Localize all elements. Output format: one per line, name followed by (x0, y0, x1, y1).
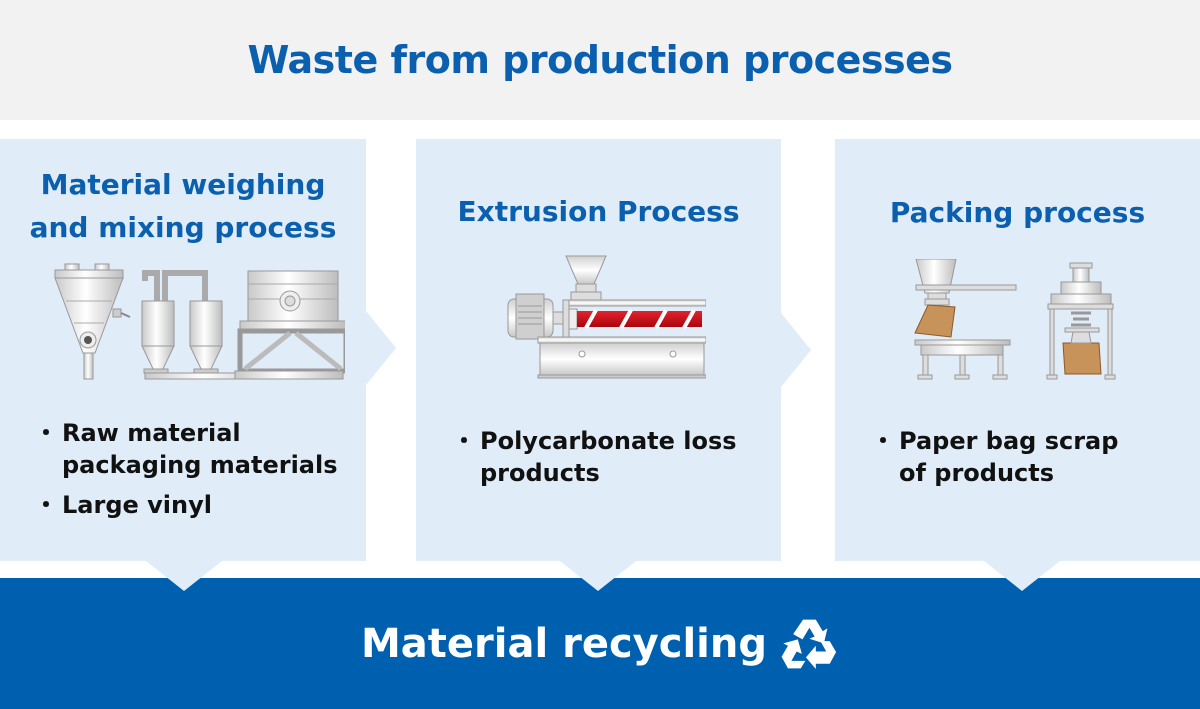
waste-list: Polycarbonate loss products (452, 425, 737, 497)
waste-item-text: of products (899, 459, 1055, 487)
extruder-illustration (507, 255, 706, 379)
waste-list: Raw material packaging materials Large v… (34, 417, 338, 529)
waste-item-text: Large vinyl (62, 491, 212, 519)
process-title: Packing process (835, 191, 1200, 234)
flow-arrow-right (781, 313, 811, 387)
process-panel-packing: Packing process (835, 139, 1200, 561)
flow-arrow-down (146, 561, 222, 591)
waste-item-text: Raw material (62, 419, 241, 447)
waste-item-text: Polycarbonate loss (480, 427, 737, 455)
process-panel-mixing: Material weighing and mixing process (0, 139, 366, 561)
waste-item-text: products (480, 459, 600, 487)
waste-item: Large vinyl (34, 489, 338, 521)
header-banner: Waste from production processes (0, 0, 1200, 120)
waste-list: Paper bag scrap of products (871, 425, 1119, 497)
footer-label: Material recycling (361, 620, 767, 667)
waste-item: Polycarbonate loss products (452, 425, 737, 489)
flow-arrow-down (560, 561, 636, 591)
material-recycling-banner: Material recycling (0, 578, 1200, 709)
waste-item-text: Paper bag scrap (899, 427, 1119, 455)
flow-arrow-down (984, 561, 1060, 591)
process-panel-extrusion: Extrusion Process (416, 139, 781, 561)
flow-arrow-right (366, 311, 396, 385)
process-title: Material weighing and mixing process (0, 163, 366, 249)
page-title: Waste from production processes (247, 38, 953, 82)
mixing-equipment-illustration (54, 263, 345, 380)
process-title-line: Extrusion Process (457, 195, 740, 228)
packing-equipment-illustration (914, 259, 1116, 380)
waste-item-text: packaging materials (62, 451, 338, 479)
process-title-line: Packing process (889, 196, 1146, 229)
waste-item: Paper bag scrap of products (871, 425, 1119, 489)
waste-item: Raw material packaging materials (34, 417, 338, 481)
recycle-icon (781, 619, 837, 669)
process-title-line: Material weighing (40, 168, 326, 201)
process-title: Extrusion Process (416, 190, 781, 233)
process-title-line: and mixing process (29, 211, 337, 244)
